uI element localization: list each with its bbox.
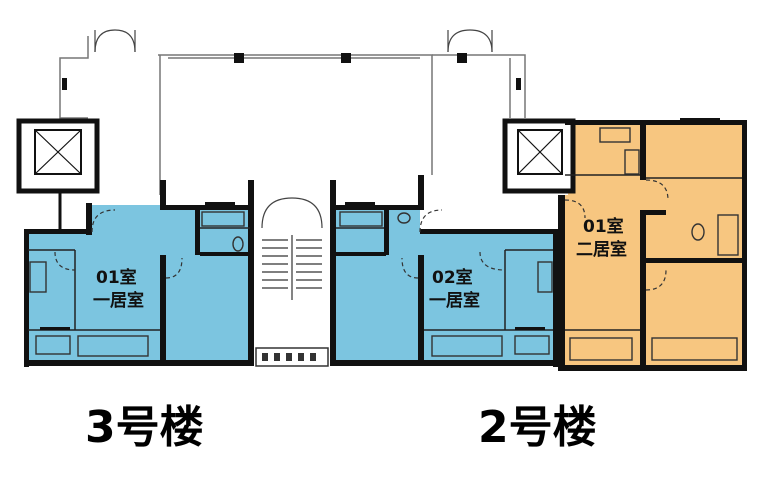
entry-doors	[94, 29, 493, 53]
building-3-label: 3号楼	[85, 402, 204, 453]
unit-2-01-type: 二居室	[576, 239, 627, 260]
elevator-right	[502, 118, 576, 194]
fixtures	[29, 127, 739, 361]
court-posts	[62, 53, 521, 90]
unit-3-02-room: 02室	[432, 267, 473, 288]
unit-3-02-type: 一居室	[429, 290, 480, 311]
stairwell	[252, 180, 332, 367]
elevator-left	[16, 118, 100, 230]
unit-2-01-room: 01室	[583, 216, 624, 237]
building-2-label: 2号楼	[478, 402, 597, 453]
unit-2-01-fill	[560, 122, 745, 368]
door-swings	[54, 179, 669, 291]
courtyard-outline	[59, 36, 526, 195]
windows	[40, 118, 720, 330]
walls	[24, 120, 747, 371]
unit-3-01-type: 一居室	[93, 290, 144, 311]
unit-3-01-room: 01室	[96, 267, 137, 288]
